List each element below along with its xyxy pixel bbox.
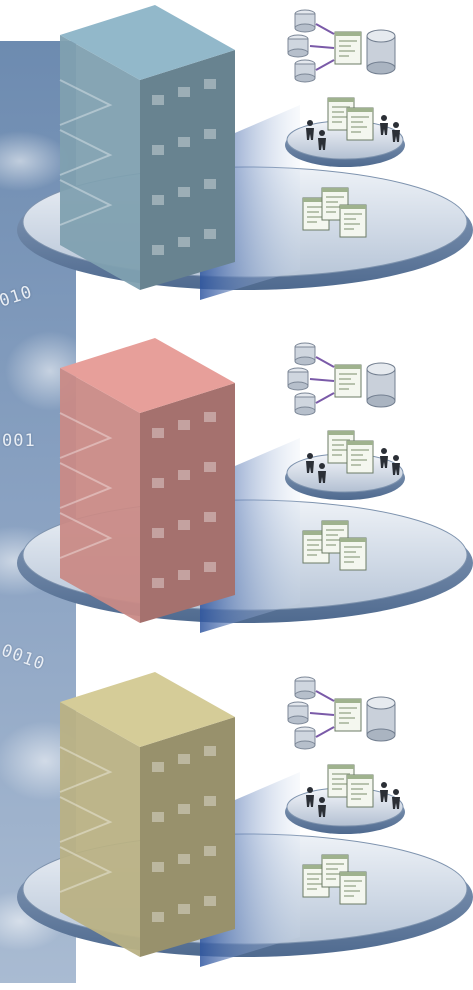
building-red [60, 338, 235, 623]
tier-blue [17, 5, 473, 300]
tier-red [17, 338, 473, 633]
tier-yellow [17, 672, 473, 967]
binary-text-2: 001 [2, 431, 36, 451]
building-yellow [60, 672, 235, 957]
building-blue [60, 5, 235, 290]
